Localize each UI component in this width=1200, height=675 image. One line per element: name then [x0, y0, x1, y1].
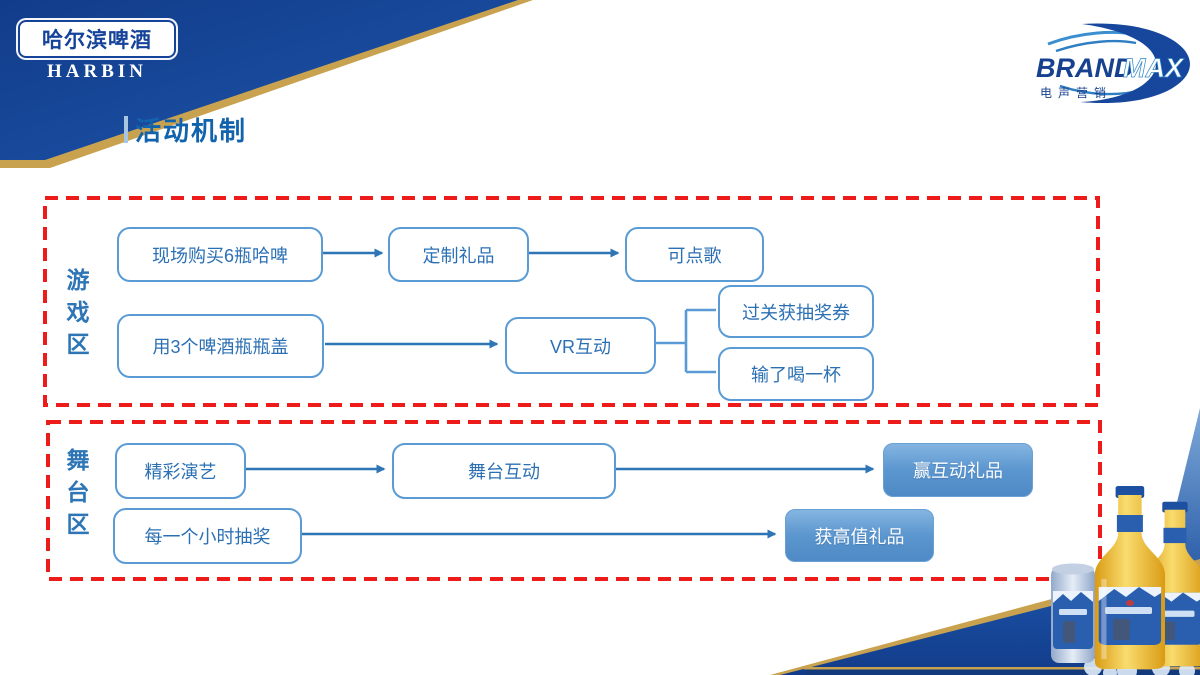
node-song: 可点歌	[625, 227, 764, 282]
page-title-text: 活动机制	[135, 116, 248, 146]
brandmax-text-brand: BRAND	[1036, 53, 1134, 83]
node-high-value-gift: 获高值礼品	[785, 509, 934, 562]
brandmax-text-max: MAX	[1123, 53, 1185, 83]
beer-bottle-front	[1094, 486, 1165, 669]
node-vr-interaction: VR互动	[505, 317, 656, 374]
game-zone-label: 游戏区	[63, 268, 89, 364]
bottom-band-dark-strip	[806, 669, 1200, 675]
beer-bottles-image	[1051, 486, 1200, 675]
harbin-logo-en: HARBIN	[46, 61, 147, 82]
brandmax-swoosh-line-2	[1055, 39, 1137, 53]
node-hourly-draw: 每一个小时抽奖	[113, 508, 302, 564]
node-pass-lottery-ticket: 过关获抽奖券	[718, 285, 874, 338]
node-buy-beer: 现场购买6瓶哈啤	[117, 227, 323, 282]
node-performance: 精彩演艺	[115, 443, 246, 499]
node-custom-gift: 定制礼品	[388, 227, 529, 282]
node-bottle-caps: 用3个啤酒瓶瓶盖	[117, 314, 324, 378]
brandmax-logo: BRAND MAX 电声营销	[1036, 23, 1190, 104]
brandmax-crescent	[1080, 23, 1190, 104]
vr-branch-bracket	[655, 308, 716, 374]
stage-zone-dashed-frame	[46, 420, 1102, 581]
game-zone-dashed-frame	[43, 196, 1100, 407]
beer-can	[1051, 563, 1095, 663]
node-lose-drink: 输了喝一杯	[718, 347, 874, 401]
page-title: 活动机制	[124, 111, 247, 148]
brandmax-subtitle: 电声营销	[1040, 86, 1112, 100]
node-win-gift: 赢互动礼品	[883, 443, 1033, 497]
node-stage-interaction: 舞台互动	[392, 443, 616, 499]
stage-zone-label: 舞台区	[63, 448, 89, 544]
title-accent-bar	[124, 116, 128, 143]
harbin-logo-cn: 哈尔滨啤酒	[18, 20, 176, 58]
harbin-logo: 哈尔滨啤酒 HARBIN	[18, 20, 176, 83]
